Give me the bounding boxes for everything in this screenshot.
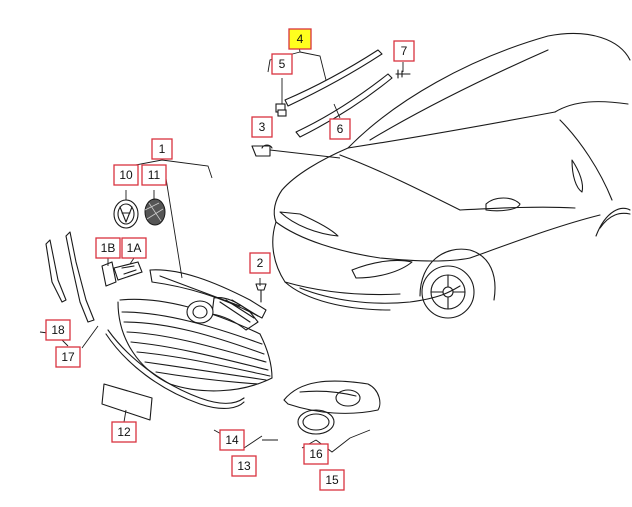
part-label-17: 17 bbox=[55, 346, 81, 368]
emblem-badge-part-10 bbox=[113, 199, 139, 229]
svg-text:14: 14 bbox=[225, 433, 239, 447]
svg-text:3: 3 bbox=[259, 120, 266, 134]
part-label-12: 12 bbox=[111, 421, 137, 443]
svg-text:12: 12 bbox=[117, 425, 131, 439]
part-label-2: 2 bbox=[249, 252, 271, 274]
part-label-6: 6 bbox=[329, 118, 351, 140]
part-label-4: 4 bbox=[288, 28, 312, 50]
svg-text:16: 16 bbox=[309, 447, 323, 461]
svg-text:1B: 1B bbox=[101, 241, 116, 255]
part-label-1b: 1B bbox=[95, 237, 121, 259]
svg-text:15: 15 bbox=[325, 473, 339, 487]
roof-trim-strip-lower bbox=[295, 73, 393, 138]
license-plate-bracket bbox=[101, 383, 153, 421]
part-label-14: 14 bbox=[219, 429, 245, 451]
svg-text:10: 10 bbox=[119, 168, 133, 182]
svg-text:5: 5 bbox=[279, 57, 286, 71]
fog-light-cover-part-15 bbox=[283, 380, 381, 414]
part-label-11: 11 bbox=[141, 164, 167, 186]
part-label-3: 3 bbox=[251, 116, 273, 138]
car-body-outline bbox=[272, 32, 631, 319]
part-label-18: 18 bbox=[45, 319, 71, 341]
cover-part-1b bbox=[101, 261, 117, 287]
svg-text:11: 11 bbox=[148, 168, 161, 182]
svg-text:13: 13 bbox=[237, 459, 251, 473]
part-label-1: 1 bbox=[151, 138, 173, 160]
part-labels: 4 5 7 6 3 1 10 11 1B 1A 2 18 17 12 14 13… bbox=[45, 28, 415, 491]
emblem-ring bbox=[186, 300, 214, 324]
roof-trim-strip-upper bbox=[284, 49, 383, 107]
lower-trim-strip bbox=[105, 329, 245, 410]
sensor-part-1a bbox=[113, 261, 143, 281]
part-label-10: 10 bbox=[113, 164, 139, 186]
svg-text:2: 2 bbox=[257, 256, 264, 270]
svg-text:17: 17 bbox=[61, 350, 75, 364]
fog-light-ring-part-16 bbox=[297, 409, 335, 435]
grille-upper-bar bbox=[149, 269, 267, 331]
screw-part-2 bbox=[255, 283, 267, 303]
bolt-part-7 bbox=[395, 69, 411, 79]
svg-text:1A: 1A bbox=[127, 241, 142, 255]
part-label-5: 5 bbox=[271, 53, 293, 75]
side-trim-parts-17-18 bbox=[45, 231, 95, 323]
trim-clip bbox=[275, 103, 287, 117]
part-label-1a: 1A bbox=[121, 237, 147, 259]
bracket-part-3 bbox=[251, 144, 273, 157]
grille-frame bbox=[117, 298, 273, 392]
part-label-16: 16 bbox=[303, 443, 329, 465]
svg-text:6: 6 bbox=[337, 122, 344, 136]
svg-text:1: 1 bbox=[159, 142, 166, 156]
svg-text:4: 4 bbox=[297, 32, 304, 46]
emblem-base-part-11 bbox=[144, 198, 166, 226]
part-label-7: 7 bbox=[393, 40, 415, 62]
part-label-15: 15 bbox=[319, 469, 345, 491]
svg-text:18: 18 bbox=[51, 323, 65, 337]
part-label-13: 13 bbox=[231, 455, 257, 477]
svg-text:7: 7 bbox=[401, 44, 408, 58]
